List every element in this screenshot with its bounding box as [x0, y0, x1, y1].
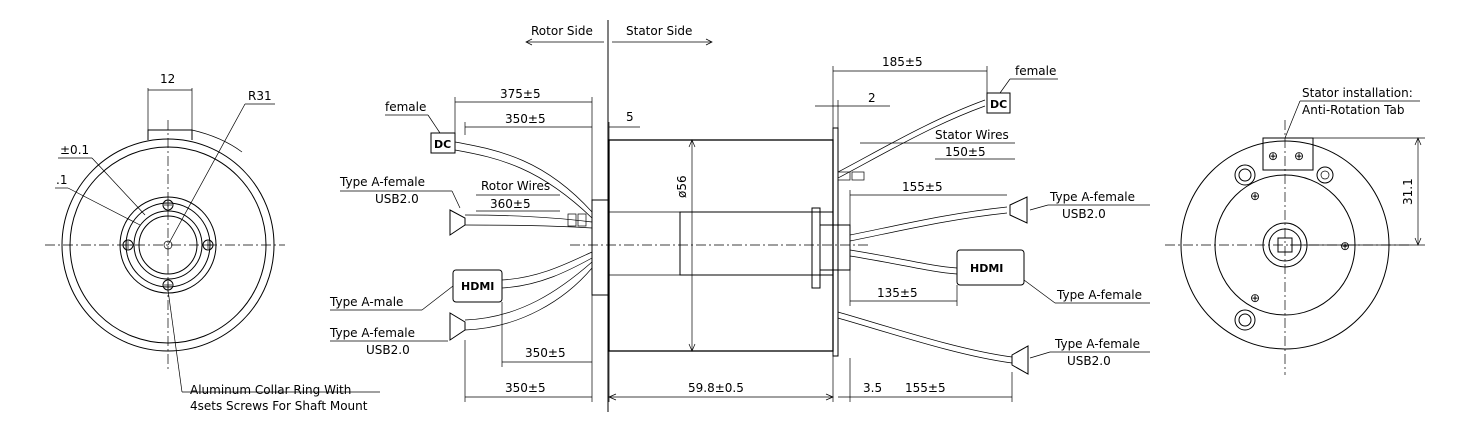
usb-right-top-std: USB2.0: [1062, 207, 1106, 221]
stator-install-note-line1: Stator installation:: [1302, 86, 1413, 100]
dim-rotor-dc-total: 375±5: [500, 87, 541, 101]
dim-stator-hdmi-len: 135±5: [877, 286, 918, 300]
collar-note-line1: Aluminum Collar Ring With: [190, 383, 351, 397]
usb-right-bottom-std: USB2.0: [1067, 354, 1111, 368]
stator-install-note-line2: Anti-Rotation Tab: [1302, 103, 1405, 117]
body-diameter-label: ø56: [675, 175, 689, 198]
dim-rotor-bottom-total: 350±5: [505, 381, 546, 395]
collar-note-line2: 4sets Screws For Shaft Mount: [190, 399, 368, 413]
dc-right-box-text: DC: [990, 98, 1007, 111]
dim-stator-bottom-len: 155±5: [905, 381, 946, 395]
dc-connector-left: [430, 132, 456, 154]
hdmi-right-box-text: HDMI: [970, 262, 1003, 275]
dim-width-label: 12: [160, 72, 175, 86]
tab-screw-icon-2: ⊕: [1294, 149, 1304, 163]
mount-screw-icon-2: ⊕: [1340, 239, 1350, 253]
dc-connector-right: [986, 92, 1011, 114]
hdmi-left-label: Type A-male: [329, 295, 403, 309]
dim-stator-dc-total: 185±5: [882, 55, 923, 69]
dim-tolerance-label: ±0.1: [60, 143, 89, 157]
dim-stator-usb-top: 155±5: [902, 180, 943, 194]
rotor-flange: [591, 199, 610, 296]
hdmi-left-box-text: HDMI: [461, 280, 494, 293]
side-view: Rotor Side Stator Side ø56 Rotor W: [329, 20, 1150, 412]
tab-screw-icon-1: ⊕: [1268, 149, 1278, 163]
mount-screw-icon-3: ⊕: [1250, 291, 1260, 305]
slip-ring-body: [608, 139, 834, 352]
dc-left-label: female: [385, 100, 426, 114]
dim-small-label: .1: [56, 173, 67, 187]
stator-wires-label: Stator Wires: [935, 128, 1009, 142]
usb-connector-right-bottom: [1011, 345, 1029, 375]
usb-left-bottom-std: USB2.0: [366, 343, 410, 357]
usb-right-top-label: Type A-female: [1049, 190, 1135, 204]
rotor-wires-length: 360±5: [490, 197, 531, 211]
rotor-wires-label: Rotor Wires: [481, 179, 550, 193]
usb-connector-left-bottom: [449, 312, 466, 341]
usb-connector-left-top: [449, 209, 466, 236]
dim-flange-thickness: 5: [626, 110, 634, 124]
usb-left-top-label: Type A-female: [339, 175, 425, 189]
dim-height-label: 31.1: [1401, 178, 1415, 205]
usb-left-bottom-label: Type A-female: [329, 326, 415, 340]
mount-screw-icon-1: ⊕: [1250, 189, 1260, 203]
stator-wires-length: 150±5: [945, 145, 986, 159]
dim-radius-label: R31: [248, 89, 272, 103]
left-end-view: 12 R31 ±0.1 .1 Aluminum Collar Ring With…: [45, 72, 380, 413]
hdmi-connector-right: [956, 249, 1025, 286]
dim-stator-flange: 2: [868, 91, 876, 105]
anti-rotation-tab: [1262, 137, 1314, 171]
dc-right-label: female: [1015, 64, 1056, 78]
hdmi-right-label: Type A-female: [1056, 288, 1142, 302]
rotor-side-label: Rotor Side: [531, 24, 593, 38]
usb-left-top-std: USB2.0: [375, 192, 419, 206]
dim-rotor-usb-len: 350±5: [525, 346, 566, 360]
dim-rotor-dc-wire: 350±5: [505, 112, 546, 126]
stator-side-label: Stator Side: [626, 24, 692, 38]
dim-stator-gap: 3.5: [863, 381, 882, 395]
stator-flange: [832, 127, 839, 357]
dim-body-length: 59.8±0.5: [688, 381, 744, 395]
usb-right-bottom-label: Type A-female: [1054, 337, 1140, 351]
dc-left-box-text: DC: [434, 138, 451, 151]
usb-connector-right-top: [1009, 196, 1028, 224]
right-end-view: ⊕ ⊕ ⊕ ⊕ ⊕ Stator installation: Anti-Rota…: [1165, 86, 1425, 375]
